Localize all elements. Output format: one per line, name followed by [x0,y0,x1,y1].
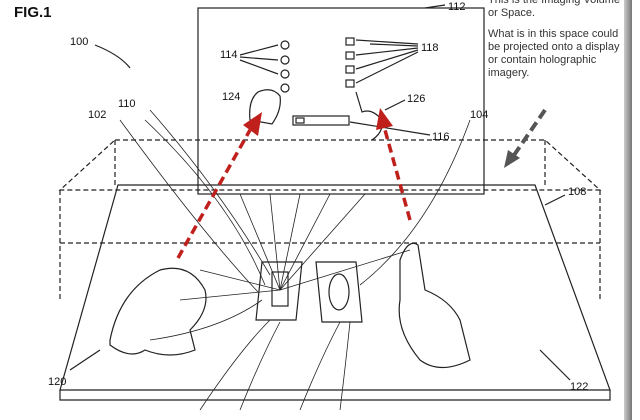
frame-border [624,0,632,420]
sensor-lens [328,273,350,311]
label-100: 100 [70,36,88,48]
leader-100 [94,44,131,69]
hand-left [109,267,207,356]
label-110: 110 [118,98,136,110]
label-104: 104 [470,109,488,121]
label-120: 120 [48,376,66,388]
red-arrowhead-right [376,108,393,130]
sensor-right [315,261,363,323]
red-arrow-right [383,129,412,221]
label-102: 102 [88,109,106,121]
label-126: 126 [407,93,425,105]
sensing-rays [119,109,471,411]
slider-knob [295,117,305,124]
slider-bar [292,115,350,126]
sensor-left [255,261,303,321]
red-arrow-left [176,129,252,259]
display-screen [197,7,485,195]
gray-arrowhead [504,150,520,168]
sensor-element [271,271,289,307]
virtual-hand-left [249,89,281,125]
imaging-volume [58,139,602,300]
hand-right [398,242,471,369]
label-122: 122 [570,381,588,393]
label-116: 116 [432,131,450,143]
label-114: 114 [220,49,238,61]
table-edge [59,390,611,401]
label-124: 124 [222,91,240,103]
label-118: 118 [421,42,439,54]
icons-right-column [345,37,355,88]
red-arrowhead-left [243,112,262,136]
figure-title: FIG.1 [14,4,52,21]
icons-left-column [280,40,290,93]
label-112: 112 [448,1,466,13]
annotation-text: This is the Imaging Volume or Space. Wha… [488,0,628,88]
annotation-line-2: What is in this space could be projected… [488,28,620,79]
annotation-line-1: This is the Imaging Volume or Space. [488,0,621,19]
label-108: 108 [568,186,586,198]
table-surface [59,184,611,391]
virtual-hand-right [355,91,383,141]
gray-arrow [510,108,547,160]
